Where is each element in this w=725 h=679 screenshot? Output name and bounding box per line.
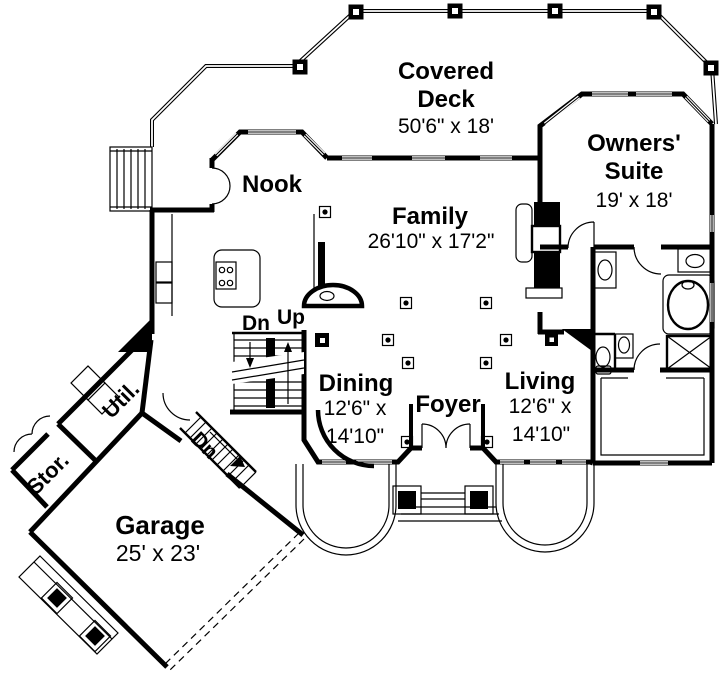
- label-living-dims1: 12'6" x: [509, 395, 572, 418]
- deck-post: [292, 3, 719, 76]
- post: [400, 435, 414, 449]
- wall-wedge: [118, 318, 152, 352]
- hall-curved-wall: [162, 392, 375, 469]
- main-stairs: [231, 333, 329, 412]
- label-owners-suite-line1: Owners': [587, 130, 681, 157]
- post: [318, 205, 332, 219]
- owners-bath: [567, 221, 715, 375]
- label-dining-dims2: 14'10": [326, 425, 384, 448]
- label-stairs-up: Up: [277, 306, 305, 329]
- garage: [28, 410, 305, 671]
- door-swing: [162, 392, 191, 421]
- label-covered-deck-line1: Covered: [398, 58, 494, 85]
- garage-door: [169, 538, 305, 671]
- label-garage: Garage: [115, 510, 205, 540]
- porch-steps: [398, 506, 502, 522]
- garage-door: [164, 532, 300, 665]
- post: [499, 333, 513, 347]
- label-family: Family: [392, 203, 469, 230]
- double-door: [421, 423, 471, 449]
- label-living-dims2: 14'10": [512, 423, 570, 446]
- label-stairs-down: Dn: [242, 312, 270, 335]
- walk-in-closet: [600, 343, 705, 456]
- vanity: [593, 251, 617, 289]
- post: [479, 296, 493, 310]
- deck-railing: [150, 3, 719, 147]
- door-swing: [633, 343, 661, 371]
- post: [401, 356, 415, 370]
- post: [381, 333, 395, 347]
- room-labels: Covered Deck 50'6" x 18' Owners' Suite 1…: [22, 58, 681, 566]
- bar-sink: [319, 290, 335, 302]
- post-markers: [318, 205, 558, 449]
- washer: [70, 365, 106, 401]
- storage-room: [13, 415, 51, 453]
- porch-column: [398, 491, 416, 509]
- label-owners-suite-line2: Suite: [605, 158, 664, 185]
- door-swing: [633, 246, 662, 275]
- porch-column: [470, 491, 488, 509]
- door-swing: [567, 221, 595, 249]
- label-garage-dims: 25' x 23': [116, 540, 200, 566]
- label-living: Living: [505, 368, 576, 395]
- post: [399, 296, 413, 310]
- fireplace: [515, 202, 563, 299]
- post: [479, 356, 493, 370]
- label-nook: Nook: [242, 171, 303, 198]
- deck-stairs: [109, 146, 153, 212]
- counter-wall: [318, 242, 325, 304]
- stove: [215, 261, 237, 290]
- label-dining-dims1: 12'6" x: [324, 397, 387, 420]
- wall-wedge: [562, 329, 592, 351]
- island: [213, 249, 261, 308]
- porch: [295, 464, 595, 556]
- toilet: [595, 346, 611, 368]
- utility-room: [70, 365, 120, 415]
- kitchen: [155, 214, 325, 316]
- oven: [155, 261, 173, 283]
- windows: [214, 92, 714, 465]
- garage-stairs: [179, 411, 257, 489]
- tub-surround: [662, 274, 715, 335]
- foyer-entry: [421, 423, 471, 449]
- sink: [685, 253, 705, 269]
- nook-doors: [211, 167, 231, 205]
- label-covered-deck-line2: Deck: [417, 86, 475, 113]
- up-arrow: [284, 342, 292, 352]
- tub: [666, 279, 710, 331]
- dryer: [84, 379, 120, 415]
- label-covered-deck-dims: 50'6" x 18': [398, 115, 494, 138]
- sink: [617, 336, 631, 354]
- shower: [665, 334, 714, 371]
- oven: [155, 282, 173, 304]
- door-swing: [13, 415, 51, 453]
- label-dining: Dining: [319, 370, 394, 397]
- post: [480, 435, 494, 449]
- down-arrow: [246, 358, 254, 368]
- label-family-dims: 26'10" x 17'2": [368, 230, 495, 253]
- wet-bar: [301, 282, 365, 309]
- down-arrow: [230, 456, 245, 467]
- post: [545, 333, 558, 346]
- label-owners-suite-dims: 19' x 18': [596, 189, 673, 212]
- label-foyer: Foyer: [415, 391, 480, 418]
- vanity: [677, 248, 713, 273]
- sink: [597, 259, 613, 281]
